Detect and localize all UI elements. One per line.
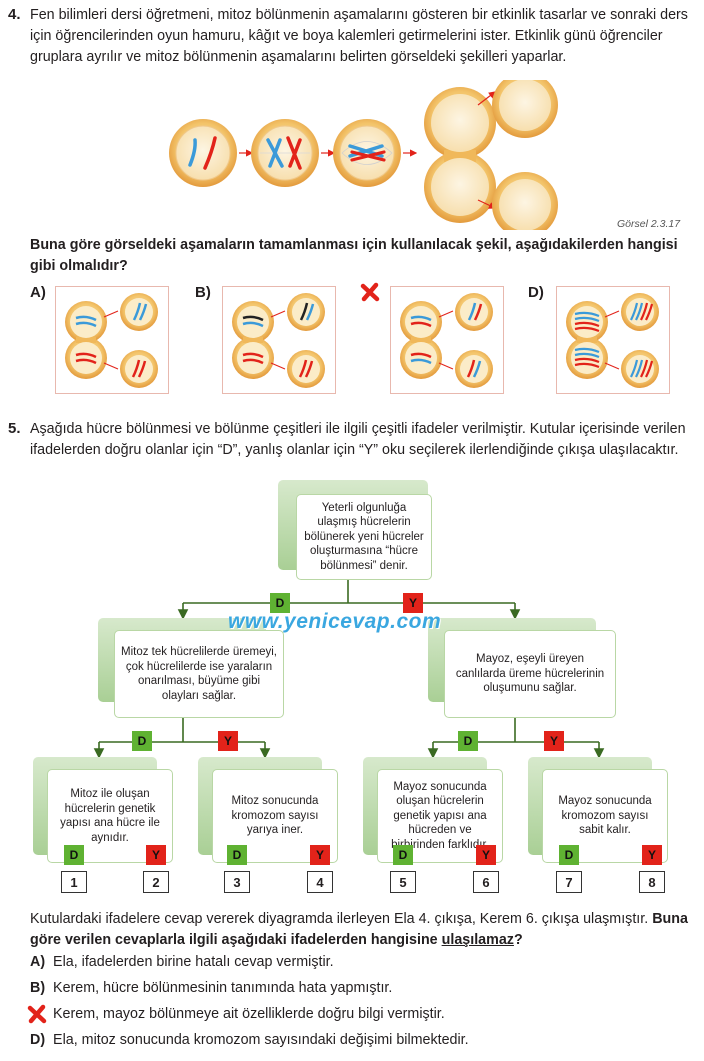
- leaf-2-y-arrow[interactable]: Y: [310, 845, 330, 865]
- cell-interphase: [169, 119, 237, 187]
- leaf-3-d-arrow[interactable]: D: [393, 845, 413, 865]
- question-4-number: 4.: [8, 6, 21, 23]
- wrong-answer-x-icon: [360, 282, 380, 302]
- mid-right-y-arrow[interactable]: Y: [544, 731, 564, 751]
- exit-8: 8: [639, 871, 665, 893]
- exit-1: 1: [61, 871, 87, 893]
- mid-right-d-arrow[interactable]: D: [458, 731, 478, 751]
- mid-left-y-arrow[interactable]: Y: [218, 731, 238, 751]
- wrong-answer-x-icon-2: [27, 1004, 47, 1024]
- option-d-label[interactable]: D): [528, 284, 544, 301]
- leaf-1-d-arrow[interactable]: D: [64, 845, 84, 865]
- exit-7: 7: [556, 871, 582, 893]
- option-a-label[interactable]: A): [30, 284, 46, 301]
- daughter-cell-top: [492, 80, 558, 138]
- mid-right-statement: Mayoz, eşeyli üreyen canlılarda üreme hü…: [444, 630, 616, 718]
- exit-4: 4: [307, 871, 333, 893]
- question-5-text: Aşağıda hücre bölünmesi ve bölünme çeşit…: [30, 421, 686, 458]
- root-statement: Yeterli olgunluğa ulaşmış hücrelerin böl…: [296, 494, 432, 580]
- option-a-figure[interactable]: [55, 286, 169, 394]
- exit-6: 6: [473, 871, 499, 893]
- option-c-figure[interactable]: [390, 286, 504, 394]
- question-4-prompt: Buna göre görseldeki aşamaların tamamlan…: [30, 237, 678, 274]
- answer-a[interactable]: A) Ela, ifadelerden birine hatalı cevap …: [30, 954, 334, 970]
- leaf-3-y-arrow[interactable]: Y: [476, 845, 496, 865]
- answer-b[interactable]: B) Kerem, hücre bölünmesinin tanımında h…: [30, 980, 393, 996]
- root-d-arrow[interactable]: D: [270, 593, 290, 613]
- leaf-1-y-arrow[interactable]: Y: [146, 845, 166, 865]
- mid-left-statement: Mitoz tek hücrelilerde üremeyi, çok hücr…: [114, 630, 284, 718]
- root-y-arrow[interactable]: Y: [403, 593, 423, 613]
- answer-c[interactable]: Kerem, mayoz bölünmeye ait özelliklerde …: [53, 1006, 445, 1022]
- daughter-cell-bottom: [492, 172, 558, 230]
- watermark: www.yenicevap.com: [228, 610, 442, 633]
- exit-5: 5: [390, 871, 416, 893]
- leaf-4-y-arrow[interactable]: Y: [642, 845, 662, 865]
- option-d-figure[interactable]: [556, 286, 670, 394]
- question-5-prompt: Kutulardaki ifadelere cevap vererek diya…: [30, 911, 688, 948]
- cell-prophase: [251, 119, 319, 187]
- option-b-figure[interactable]: [222, 286, 336, 394]
- figure-caption: Görsel 2.3.17: [617, 218, 681, 230]
- cell-telophase: [424, 87, 496, 223]
- exit-3: 3: [224, 871, 250, 893]
- cell-metaphase: [333, 119, 401, 187]
- question-4-text: Fen bilimleri dersi öğretmeni, mitoz böl…: [30, 7, 688, 65]
- option-b-label[interactable]: B): [195, 284, 211, 301]
- leaf-4-d-arrow[interactable]: D: [559, 845, 579, 865]
- mid-left-d-arrow[interactable]: D: [132, 731, 152, 751]
- answer-d[interactable]: D) Ela, mitoz sonucunda kromozom sayısın…: [30, 1032, 469, 1048]
- mitosis-stages-figure: [169, 80, 558, 230]
- leaf-2-d-arrow[interactable]: D: [227, 845, 247, 865]
- question-5-number: 5.: [8, 420, 21, 437]
- exit-2: 2: [143, 871, 169, 893]
